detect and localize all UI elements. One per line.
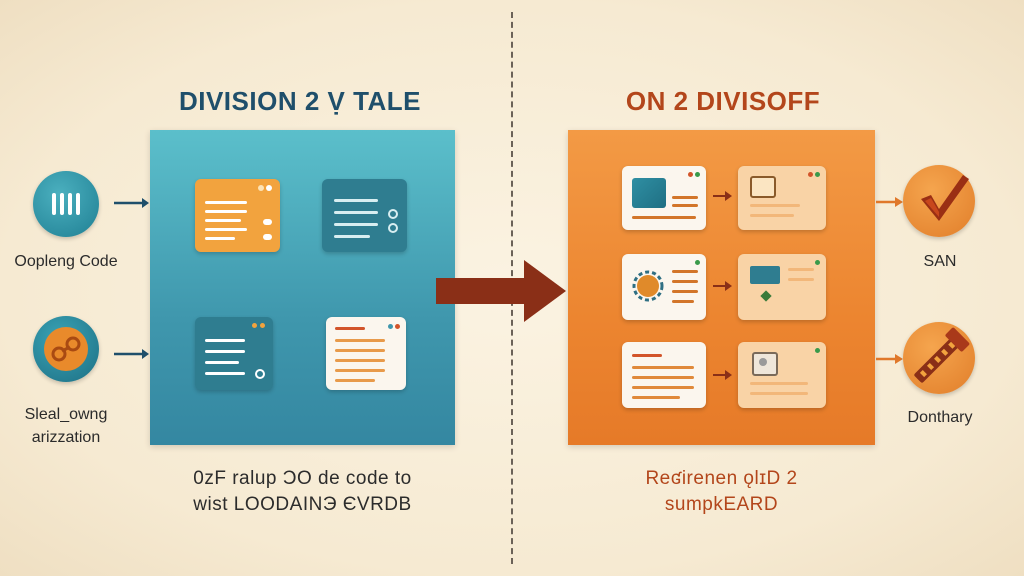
code-card — [195, 179, 280, 252]
check-icon — [903, 165, 975, 237]
left-heading: DIVISION 2 Ṿ TALE — [178, 86, 422, 116]
source-card — [622, 166, 706, 230]
left-panel — [150, 130, 455, 445]
right-panel — [568, 130, 875, 445]
right-heading: ON 2 DIVISOFF — [625, 86, 821, 116]
gear-icon — [632, 270, 664, 302]
output-label-top: SAN — [923, 253, 957, 270]
left-caption-line2: wist LOODAINЭ ЄVRDB — [193, 494, 412, 515]
target-card — [738, 342, 826, 408]
right-caption-line2: sumpkEARD — [664, 494, 779, 515]
source-card — [622, 254, 706, 320]
arrow-right-icon — [114, 349, 149, 359]
code-card — [195, 317, 273, 390]
link-icon — [33, 316, 99, 382]
arrow-right-icon — [713, 191, 732, 201]
arrow-right-icon — [713, 281, 732, 291]
bars-icon — [33, 171, 99, 237]
output-label-bottom: Donthary — [907, 409, 973, 426]
code-card — [326, 317, 406, 390]
arrow-right-icon — [876, 354, 903, 364]
right-caption: Reʛirenen ǫlɪD 2 sumpkEARD — [568, 466, 875, 518]
target-card — [738, 166, 826, 230]
arrow-right-icon — [876, 197, 903, 207]
input-label-top: Oopleng Code — [14, 253, 118, 270]
arrow-right-icon — [713, 370, 732, 380]
arrow-right-icon — [114, 198, 149, 208]
left-caption: 0zF ralup ƆO de code to wist LOODAINЭ ЄV… — [150, 466, 455, 518]
source-card — [622, 342, 706, 408]
left-caption-line1: 0zF ralup ƆO de code to — [193, 468, 412, 489]
target-card — [738, 254, 826, 320]
input-label-bottom-2: arizzation — [31, 429, 101, 446]
code-card — [322, 179, 407, 252]
ruler-icon — [903, 322, 975, 394]
right-caption-line1: Reʛirenen ǫlɪD 2 — [645, 468, 798, 489]
input-label-bottom-1: Sleal_owng — [24, 406, 108, 423]
